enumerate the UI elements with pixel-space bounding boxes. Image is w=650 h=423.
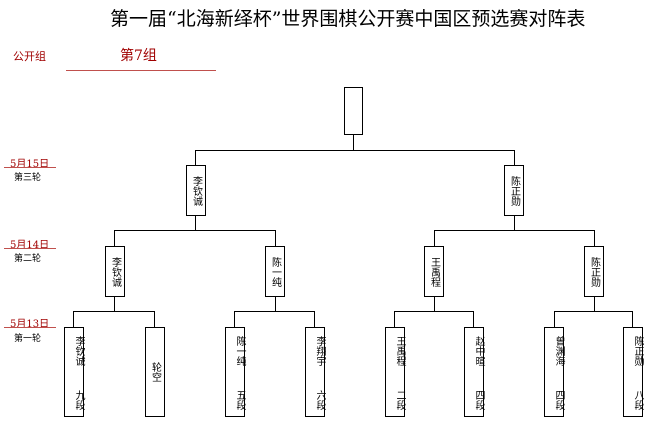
round1-player-dan: 九段 [73, 390, 84, 410]
round3-player-name: 李钦诚 [190, 175, 202, 206]
round2-label: 第二轮 [14, 254, 42, 264]
round1-player-dan: 八段 [632, 390, 643, 410]
round1-player-box: 轮空 [145, 327, 165, 417]
round2-player-box: 李钦诚 [105, 246, 125, 297]
round1-player-box: 王禹程 二段 [385, 327, 405, 417]
round1-player-dan: 五段 [234, 390, 245, 410]
round3-player-name: 陈正勋 [508, 175, 520, 206]
round3-underline [4, 167, 56, 168]
page-title: 第一届“北海新绎杯”世界围棋公开赛中国区预选赛对阵表 [110, 8, 586, 30]
round1-player-box: 李钦诚 九段 [64, 327, 84, 417]
round2-underline [4, 248, 56, 249]
round2-player-box: 陈一纯 [265, 246, 285, 297]
round1-label: 第一轮 [14, 334, 42, 344]
round1-player-dan: 四段 [553, 390, 564, 410]
round2-player-name: 陈一纯 [269, 256, 281, 287]
round1-player-box: 李翔宇 六段 [305, 327, 325, 417]
round2-player-name: 陈正勋 [588, 256, 600, 287]
round3-player-box: 陈正勋 [504, 165, 524, 216]
round1-player-name: 赵中暄 [473, 336, 484, 366]
round3-label: 第三轮 [14, 173, 42, 183]
round1-player-box: 陈正勋 八段 [623, 327, 643, 417]
round1-player-name: 曾渊海 [553, 336, 564, 366]
round2-date: 5月14日 [10, 240, 50, 251]
round1-player-dan: 六段 [314, 390, 325, 410]
group-underline [66, 70, 216, 71]
round1-player-name: 陈正勋 [632, 336, 643, 366]
round1-player-dan: 四段 [473, 390, 484, 410]
round1-player-box: 曾渊海 四段 [544, 327, 564, 417]
round1-player-name: 陈一纯 [234, 336, 245, 366]
round1-date: 5月13日 [10, 319, 50, 330]
round1-player-name: 王禹程 [394, 336, 405, 366]
round2-player-name: 王禹程 [428, 256, 440, 287]
round1-player-dan: 二段 [394, 390, 405, 410]
round2-player-name: 李钦诚 [109, 256, 121, 287]
round1-player-name: 轮空 [149, 362, 161, 382]
round2-player-box: 陈正勋 [584, 246, 604, 297]
group-name: 第7组 [120, 48, 157, 64]
final-winner-box [344, 87, 363, 135]
round1-player-box: 赵中暄 四段 [464, 327, 484, 417]
group-label: 公开组 [13, 50, 46, 63]
round1-player-name: 李钦诚 [73, 336, 84, 366]
round1-player-box: 陈一纯 五段 [225, 327, 245, 417]
round3-date: 5月15日 [10, 159, 50, 170]
round1-player-name: 李翔宇 [314, 336, 325, 366]
round3-player-box: 李钦诚 [186, 165, 206, 216]
round2-player-box: 王禹程 [424, 246, 444, 297]
round1-underline [4, 327, 56, 328]
